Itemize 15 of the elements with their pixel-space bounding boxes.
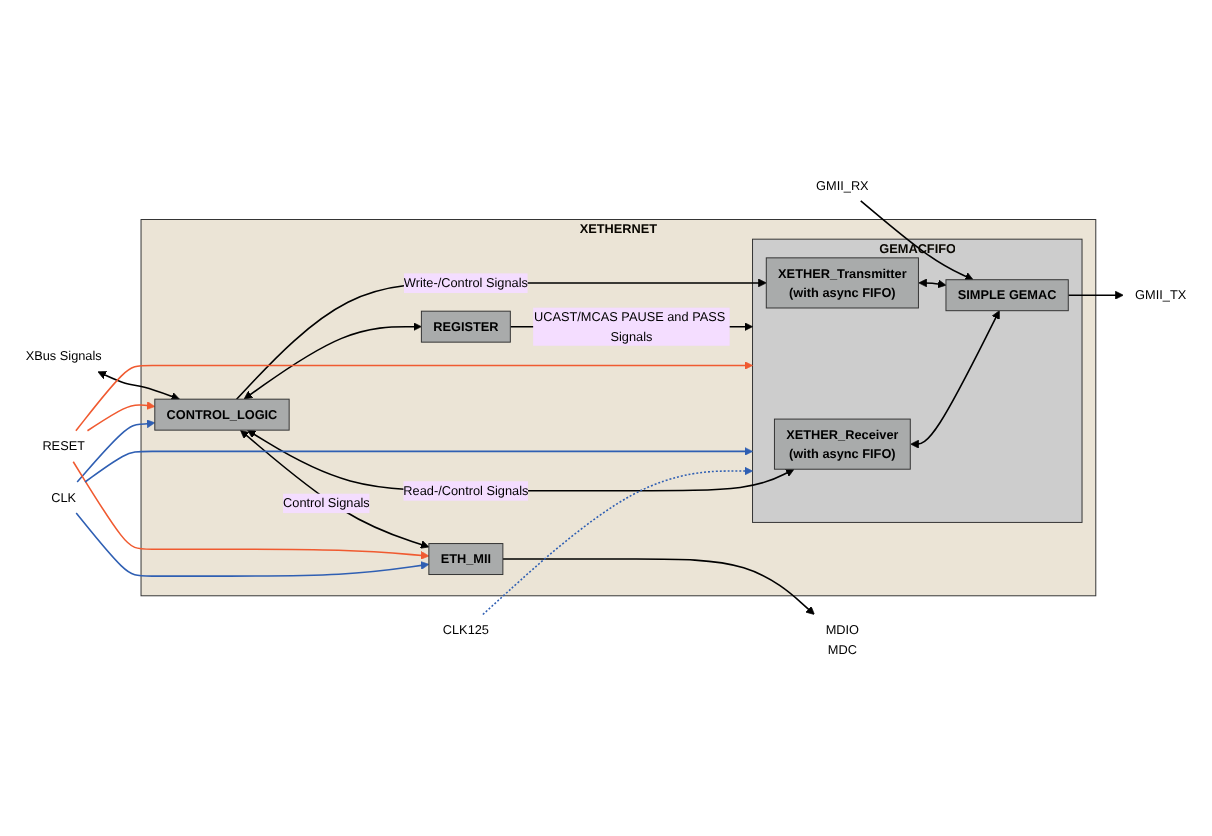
arrow (910, 311, 1000, 450)
arrow (860, 200, 974, 282)
arrow (243, 323, 422, 401)
arrow (918, 279, 947, 289)
arrow (75, 512, 430, 578)
arrow (97, 371, 180, 402)
arrow (76, 420, 156, 484)
arrow (86, 402, 156, 433)
arrow (72, 461, 430, 561)
arrow (482, 467, 753, 616)
arrow (502, 559, 815, 616)
arrow (84, 447, 753, 484)
arrow (235, 279, 767, 401)
arrow (240, 430, 430, 550)
arrow (1067, 291, 1124, 301)
